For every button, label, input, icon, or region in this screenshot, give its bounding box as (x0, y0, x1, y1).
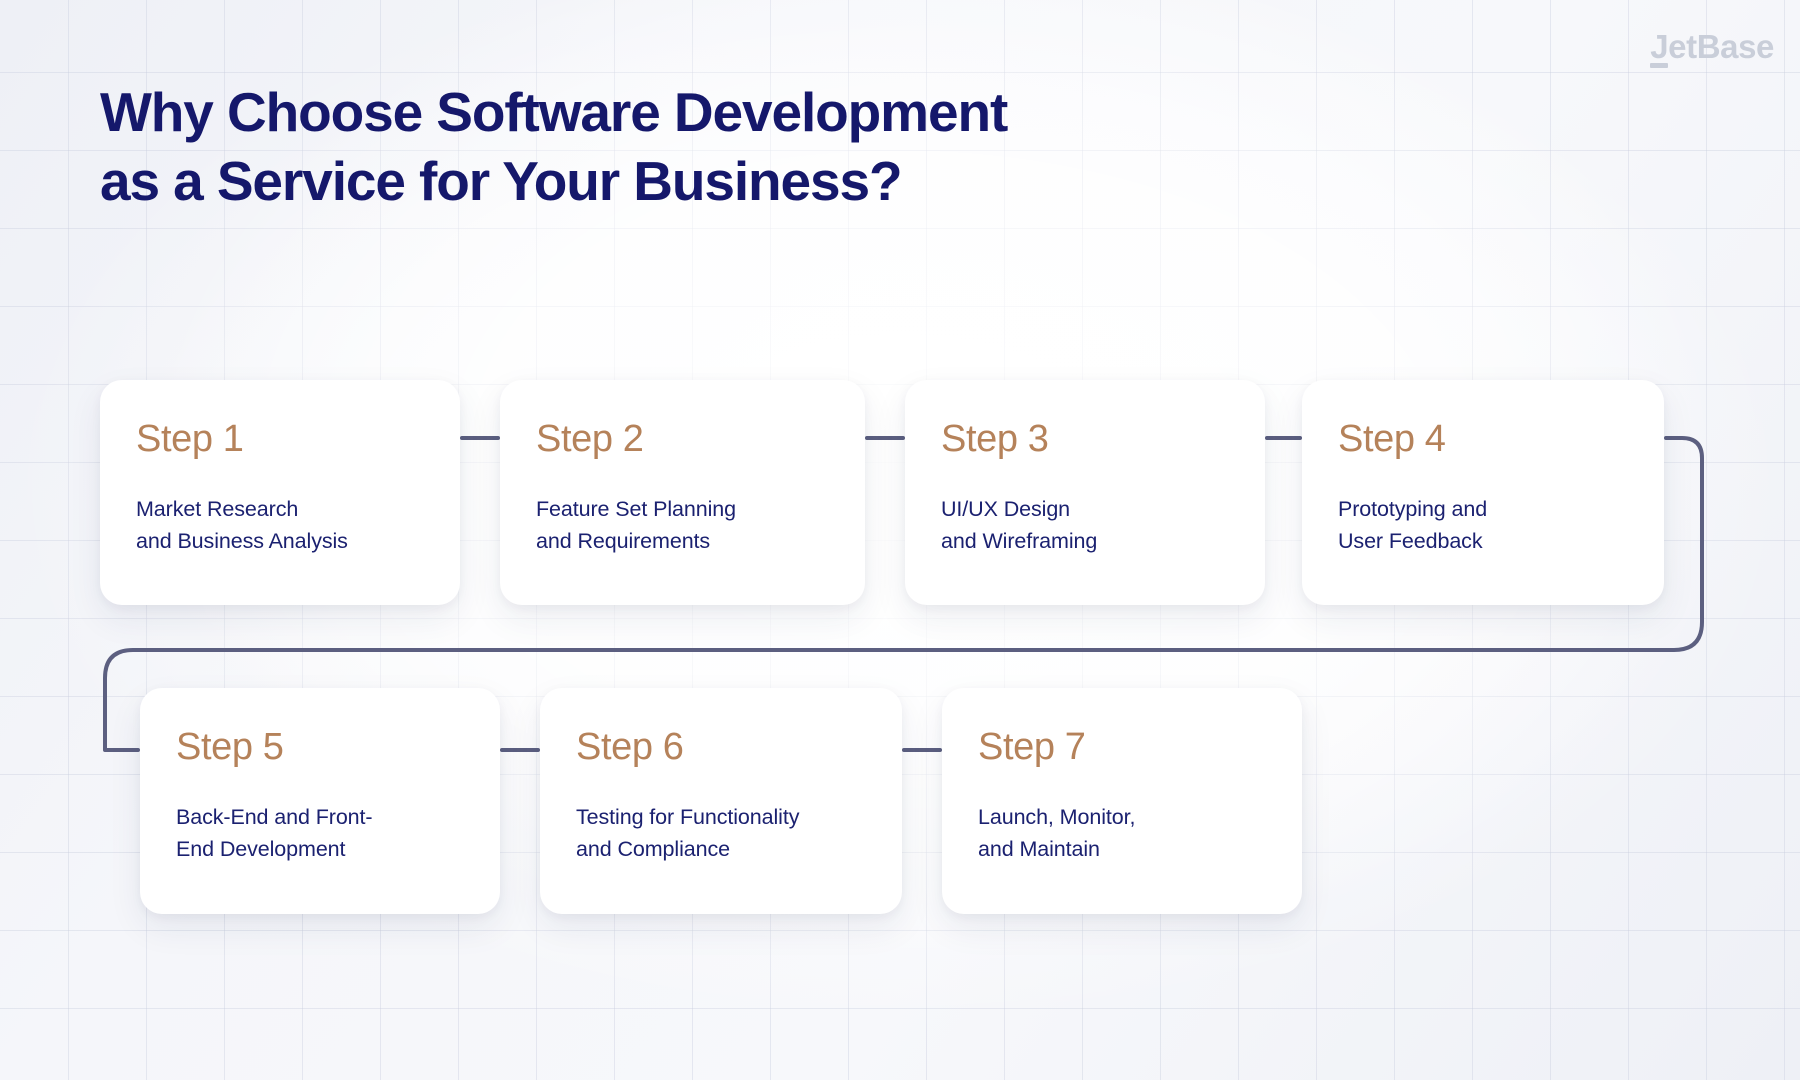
step-card-1-description: Market Research and Business Analysis (136, 494, 424, 557)
step-card-6-label: Step 6 (576, 726, 684, 768)
page-title: Why Choose Software Development as a Ser… (100, 78, 1280, 217)
step-card-2-label: Step 2 (536, 418, 644, 460)
jetbase-logo: JetBase (1650, 28, 1774, 68)
logo-text-rest: etBase (1668, 28, 1774, 65)
step-card-5-desc-line-1: Back-End and Front- (176, 805, 373, 829)
step-card-2[interactable]: Step 2 Feature Set Planning and Requirem… (500, 380, 865, 605)
step-card-6[interactable]: Step 6 Testing for Functionality and Com… (540, 688, 902, 914)
step-card-4-label: Step 4 (1338, 418, 1446, 460)
step-card-4-description: Prototyping and User Feedback (1338, 494, 1628, 557)
step-card-3-desc-line-2: and Wireframing (941, 528, 1098, 553)
page-title-line-2: as a Service for Your Business? (100, 150, 903, 213)
step-card-7[interactable]: Step 7 Launch, Monitor, and Maintain (942, 688, 1302, 914)
step-card-4-desc-line-2: User Feedback (1338, 528, 1483, 553)
logo-j-underline: J (1650, 28, 1669, 68)
step-card-6-desc-line-1: Testing for Functionality (576, 805, 800, 829)
step-card-6-desc-line-2: and Compliance (576, 836, 730, 861)
step-card-7-description: Launch, Monitor, and Maintain (978, 802, 1266, 865)
step-card-5-label: Step 5 (176, 726, 284, 768)
step-card-5-desc-line-2: End Development (176, 836, 346, 861)
page-title-line-1: Why Choose Software Development (100, 81, 1008, 143)
step-card-7-label: Step 7 (978, 726, 1086, 768)
step-card-6-description: Testing for Functionality and Compliance (576, 802, 866, 865)
step-card-3-label: Step 3 (941, 418, 1049, 460)
step-card-3[interactable]: Step 3 UI/UX Design and Wireframing (905, 380, 1265, 605)
step-card-1-desc-line-2: and Business Analysis (136, 528, 348, 553)
step-card-5[interactable]: Step 5 Back-End and Front- End Developme… (140, 688, 500, 914)
step-card-3-description: UI/UX Design and Wireframing (941, 494, 1229, 557)
step-card-5-description: Back-End and Front- End Development (176, 802, 464, 865)
step-card-4[interactable]: Step 4 Prototyping and User Feedback (1302, 380, 1664, 605)
step-card-2-description: Feature Set Planning and Requirements (536, 494, 829, 557)
step-card-2-desc-line-1: Feature Set Planning (536, 497, 736, 521)
logo-text-lead: J (1650, 28, 1669, 65)
step-card-1-label: Step 1 (136, 418, 244, 460)
step-card-1[interactable]: Step 1 Market Research and Business Anal… (100, 380, 460, 605)
step-card-7-desc-line-1: Launch, Monitor, (978, 805, 1136, 829)
step-card-2-desc-line-2: and Requirements (536, 528, 711, 553)
step-card-7-desc-line-2: and Maintain (978, 836, 1100, 861)
step-card-1-desc-line-1: Market Research (136, 497, 299, 521)
step-card-4-desc-line-1: Prototyping and (1338, 497, 1488, 521)
step-card-3-desc-line-1: UI/UX Design (941, 497, 1071, 521)
